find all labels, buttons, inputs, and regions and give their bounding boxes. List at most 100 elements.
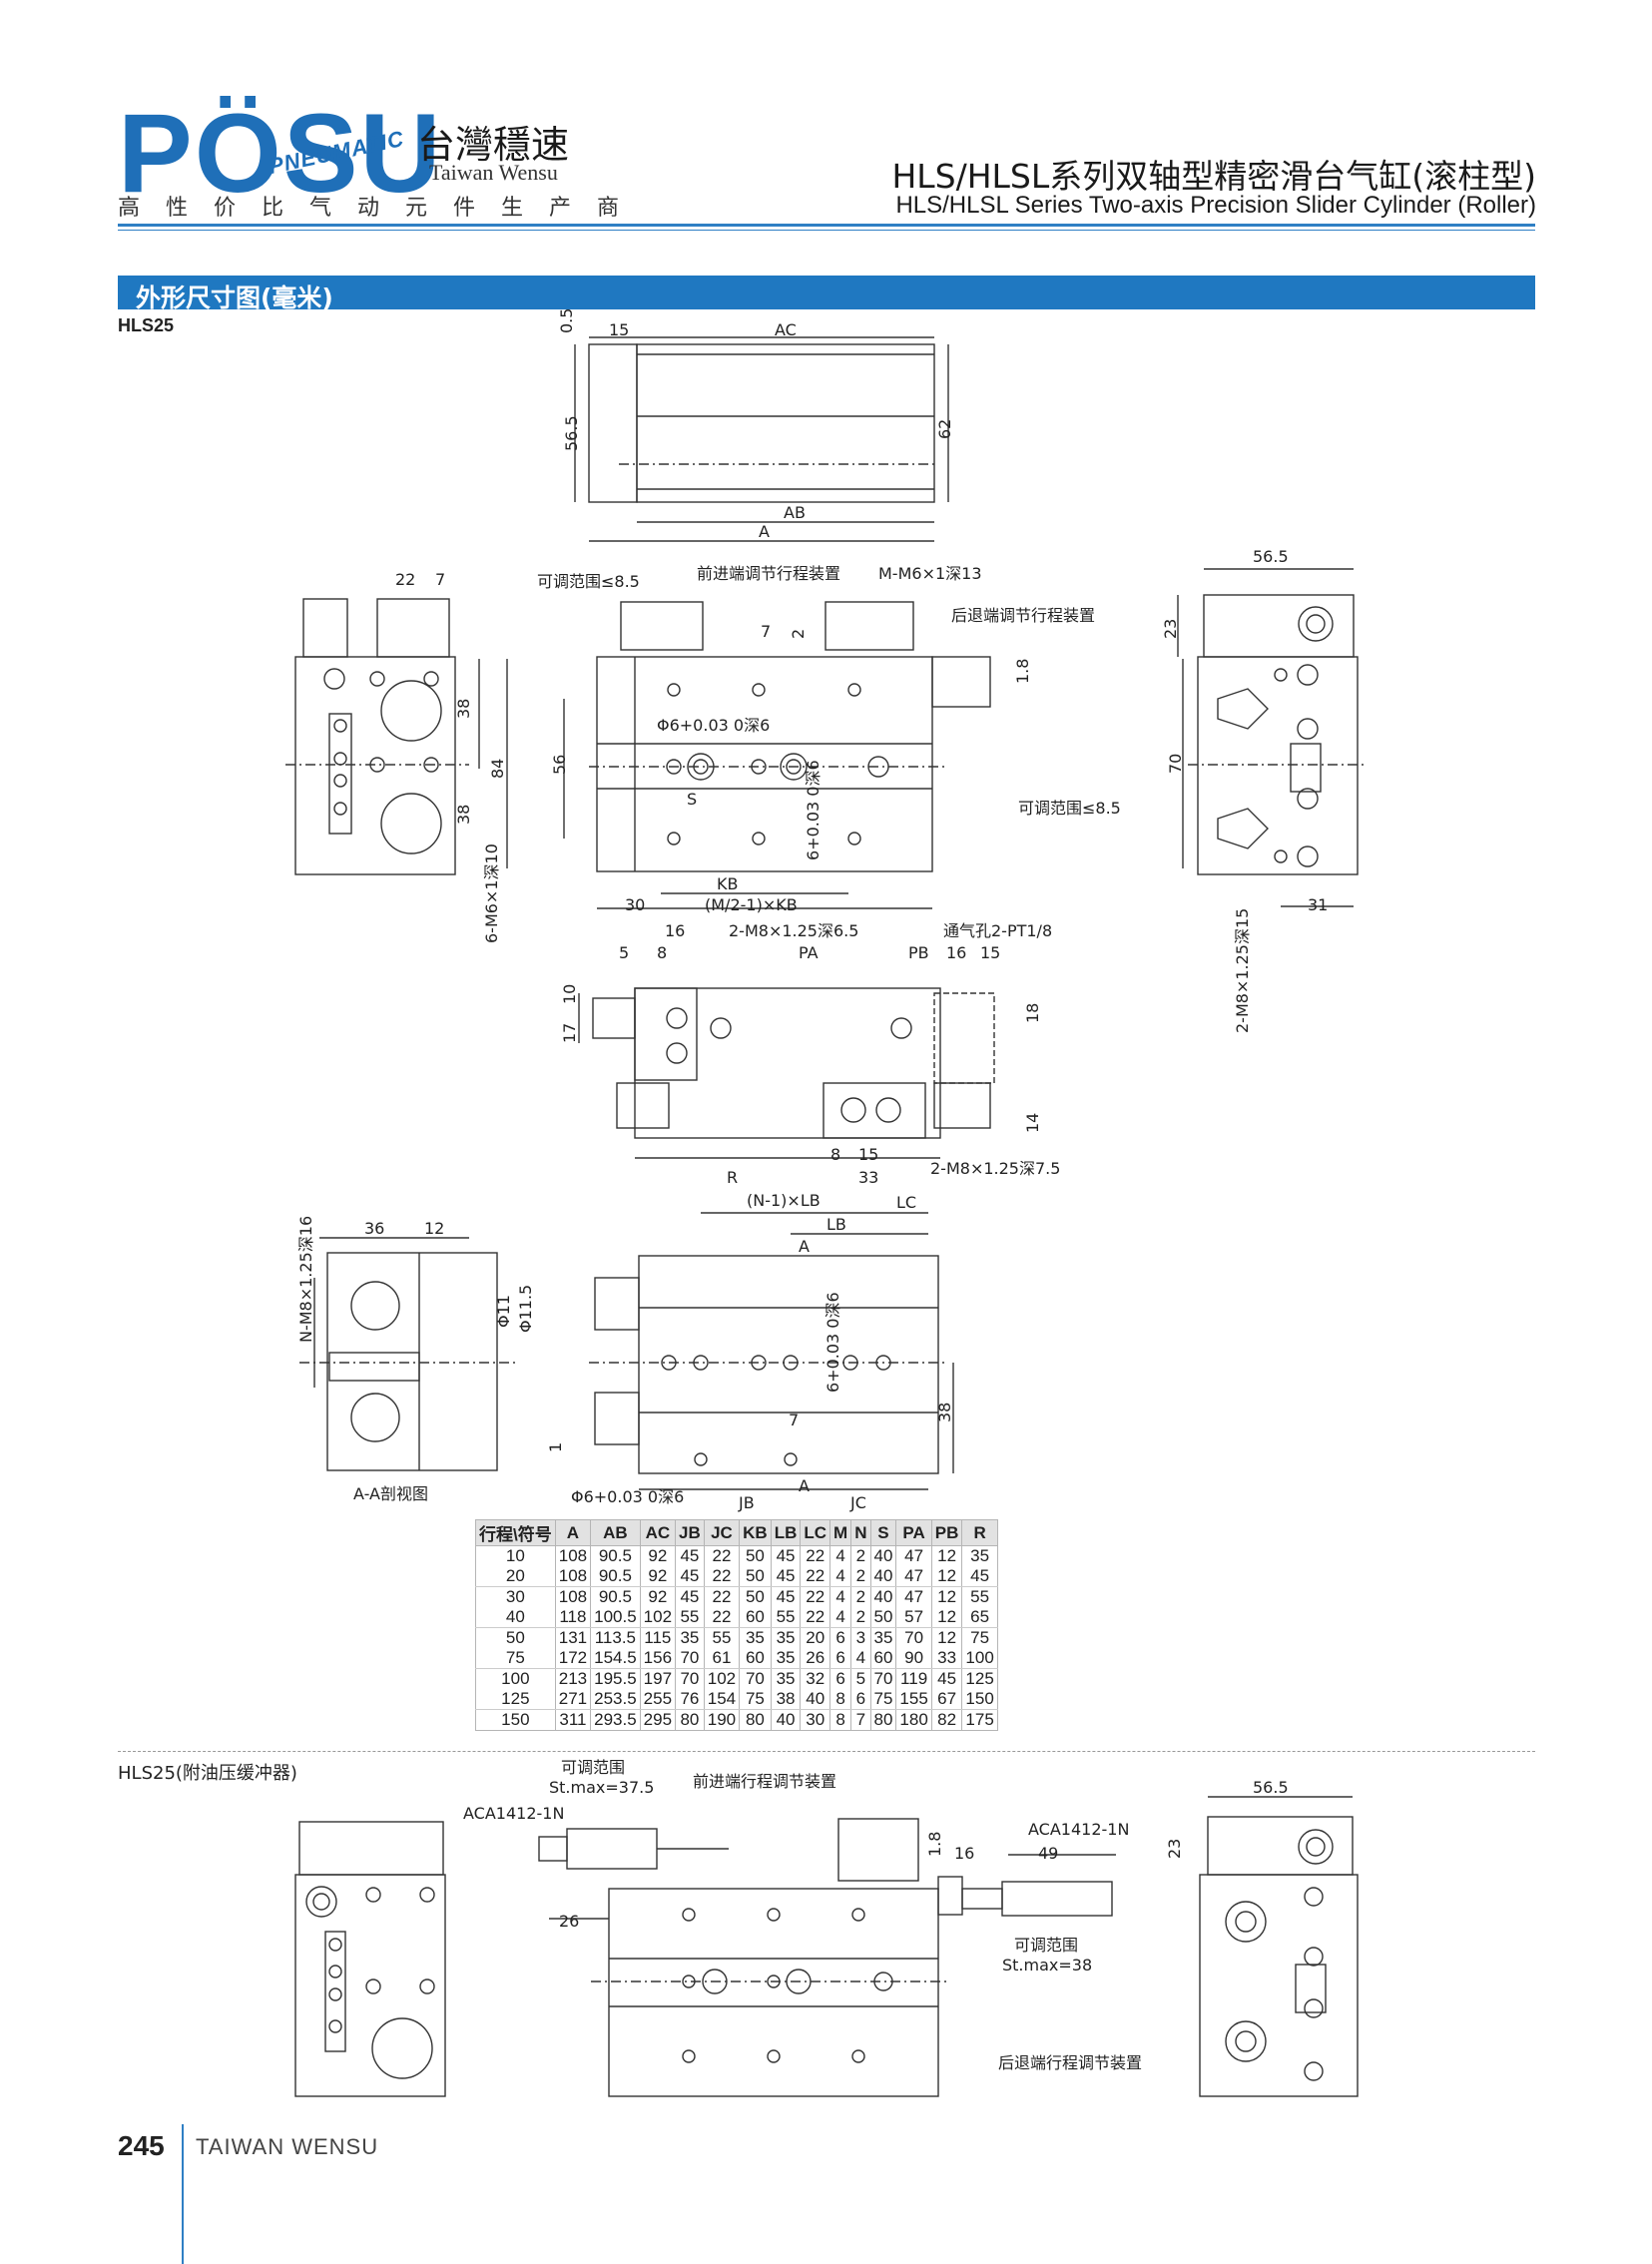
dim-0-5: 0.5: [557, 308, 576, 333]
dim-15c: 15: [858, 1145, 878, 1164]
range-label-3: 可调范围: [561, 1758, 625, 1777]
table-cell: 119: [895, 1668, 932, 1689]
dim-23-shock: 23: [1165, 1839, 1184, 1859]
table-cell: 80: [739, 1709, 772, 1731]
m8-depth-label-b: 2-M8×1.25深7.5: [930, 1159, 1060, 1178]
table-cell: 22: [800, 1586, 831, 1607]
table-header-cell: AC: [639, 1519, 677, 1546]
front-adjuster: [620, 601, 704, 651]
table-cell: 6: [829, 1668, 852, 1689]
table-cell: 30: [475, 1586, 556, 1607]
table-cell: 75: [475, 1648, 556, 1669]
range-label-4: 可调范围: [1014, 1936, 1078, 1955]
dim-kb: KB: [717, 874, 738, 893]
table-cell: 22: [800, 1566, 831, 1587]
m-thread-label: M-M6×1深13: [878, 564, 982, 583]
dim-22: 22: [395, 570, 415, 589]
dim-s: S: [687, 790, 697, 809]
table-cell: 213: [554, 1668, 592, 1689]
plan-view-body: [596, 656, 933, 872]
table-cell: 3: [850, 1627, 871, 1648]
table-cell: 67: [930, 1689, 963, 1710]
table-cell: 7: [850, 1709, 871, 1731]
stroke-max-1: St.max=37.5: [549, 1778, 654, 1797]
table-cell: 22: [703, 1545, 741, 1566]
table-cell: 40: [869, 1566, 897, 1587]
table-cell: 45: [675, 1545, 705, 1566]
table-cell: 311: [554, 1709, 592, 1731]
table-cell: 125: [475, 1689, 556, 1710]
table-cell: 6: [829, 1627, 852, 1648]
dim-16b: 16: [946, 943, 966, 962]
dim-5: 5: [619, 943, 629, 962]
table-cell: 35: [961, 1545, 998, 1566]
table-cell: 82: [930, 1709, 963, 1731]
m6-thread-label: 6-M6×1深10: [482, 844, 501, 943]
dim-16a: 16: [665, 921, 685, 940]
table-cell: 5: [850, 1668, 871, 1689]
dim-84: 84: [488, 759, 507, 779]
table-cell: 35: [770, 1648, 802, 1669]
table-cell: 50: [869, 1607, 897, 1628]
dim-a: A: [759, 522, 770, 541]
table-cell: 113.5: [590, 1627, 641, 1648]
table-cell: 57: [895, 1607, 932, 1628]
shock-plan-view-body: [608, 1888, 939, 2097]
nm8-thread-label: N-M8×1.25深16: [296, 1216, 315, 1343]
table-header-cell: A: [554, 1519, 592, 1546]
slogan: 高性价比气动元件生产商: [118, 196, 646, 221]
table-cell: 2: [850, 1607, 871, 1628]
table-cell: 295: [639, 1709, 677, 1731]
table-header-cell: LC: [800, 1519, 831, 1546]
table-header-cell: N: [850, 1519, 871, 1546]
table-cell: 22: [703, 1586, 741, 1607]
table-cell: 32: [800, 1668, 831, 1689]
table-cell: 90.5: [590, 1545, 641, 1566]
section-mark-a-top: A: [799, 1237, 810, 1256]
dim-10: 10: [560, 984, 579, 1004]
table-cell: 70: [739, 1668, 772, 1689]
table-cell: 45: [930, 1668, 963, 1689]
table-cell: 75: [739, 1689, 772, 1710]
dim-phi11: Φ11: [494, 1295, 513, 1328]
table-cell: 2: [850, 1545, 871, 1566]
table-cell: 45: [770, 1545, 802, 1566]
table-cell: 271: [554, 1689, 592, 1710]
shock-model-right: ACA1412-1N: [1028, 1820, 1129, 1839]
table-cell: 100.5: [590, 1607, 641, 1628]
table-cell: 60: [739, 1648, 772, 1669]
table-cell: 100: [475, 1668, 556, 1689]
dim-ab: AB: [784, 503, 806, 522]
table-cell: 47: [895, 1586, 932, 1607]
dim-8b: 8: [830, 1145, 840, 1164]
dim-pa: PA: [799, 943, 819, 962]
dim-lc: LC: [896, 1193, 916, 1212]
table-cell: 35: [675, 1627, 705, 1648]
dim-lb: LB: [826, 1215, 846, 1234]
dim-56-5: 56.5: [562, 415, 581, 451]
section-aa-label: A-A剖视图: [353, 1484, 428, 1503]
table-cell: 100: [961, 1648, 998, 1669]
table-cell: 4: [829, 1607, 852, 1628]
section-aa-view: [326, 1252, 498, 1471]
dim-38a: 38: [454, 699, 473, 719]
dim-17: 17: [560, 1023, 579, 1043]
table-cell: 45: [675, 1566, 705, 1587]
table-cell: 70: [895, 1627, 932, 1648]
range-label-1: 可调范围≤8.5: [537, 572, 640, 591]
dim-31: 31: [1308, 895, 1328, 914]
table-header-cell: R: [961, 1519, 998, 1546]
table-header-cell: 行程\符号: [475, 1519, 556, 1546]
table-cell: 50: [739, 1586, 772, 1607]
front-adjuster-label: 前进端调节行程装置: [697, 564, 840, 583]
table-cell: 70: [869, 1668, 897, 1689]
table-cell: 45: [961, 1566, 998, 1587]
table-cell: 75: [869, 1689, 897, 1710]
table-cell: 4: [829, 1586, 852, 1607]
